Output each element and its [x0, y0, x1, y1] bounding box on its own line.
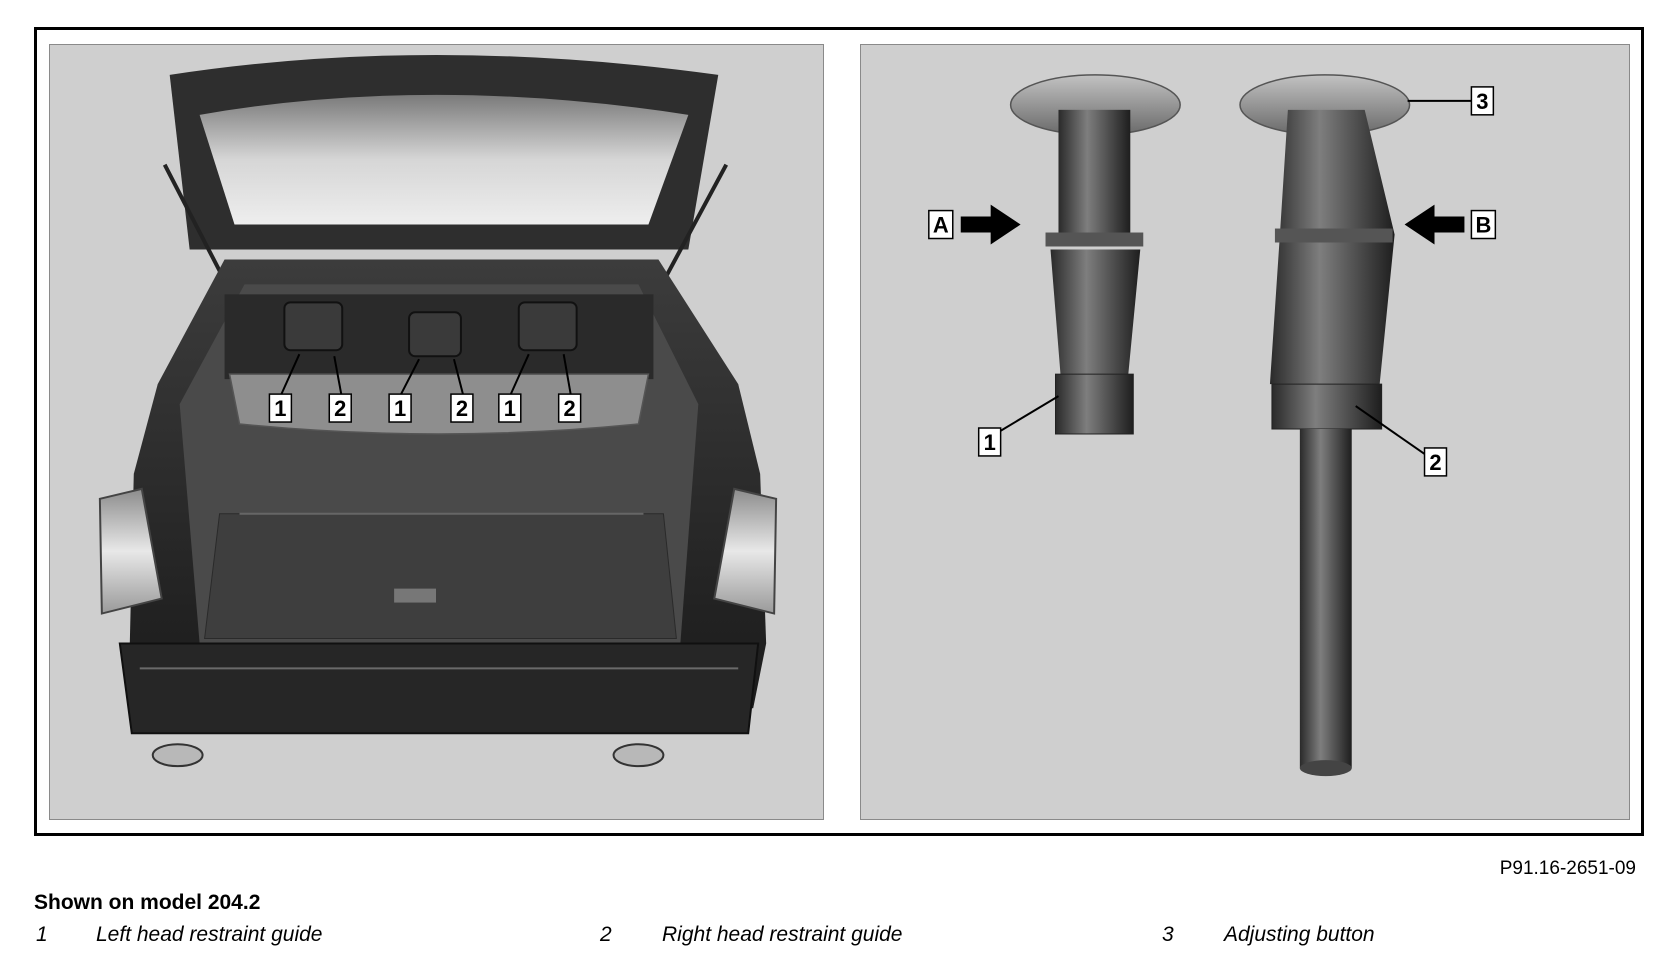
vehicle-rear-illustration: 1 2 1 2 1 2 — [49, 44, 824, 820]
legend: 1 Left head restraint guide 2 Right head… — [34, 923, 1644, 953]
legend-text: Right head restraint guide — [662, 923, 903, 946]
svg-text:2: 2 — [334, 396, 346, 421]
right-callout-2: 2 — [1423, 447, 1448, 477]
legend-text: Left head restraint guide — [96, 923, 323, 946]
right-guide-part — [1239, 74, 1411, 777]
legend-number: 2 — [600, 923, 612, 946]
arrow-a: A — [928, 204, 1021, 245]
legend-text: Adjusting button — [1224, 923, 1375, 946]
left-callout-1a: 1 — [268, 393, 293, 423]
head-restraint-guides-illustration: A B 3 1 2 — [860, 44, 1630, 820]
load-cover — [228, 373, 650, 435]
svg-text:1: 1 — [504, 396, 516, 421]
svg-text:1: 1 — [394, 396, 406, 421]
right-callout-3: 3 — [1470, 86, 1495, 116]
svg-text:A: A — [933, 213, 949, 238]
right-callout-1: 1 — [977, 427, 1002, 457]
svg-text:1: 1 — [274, 396, 286, 421]
left-callout-1b: 1 — [388, 393, 412, 423]
left-tail-lamp — [98, 487, 163, 615]
vehicle-rear-svg: 1 2 1 2 1 2 — [98, 54, 778, 768]
rear-bumper — [118, 642, 760, 735]
arrow-b: B — [1404, 204, 1497, 245]
caption-title: Shown on model 204.2 — [34, 891, 261, 914]
svg-text:2: 2 — [564, 396, 576, 421]
legend-number: 1 — [36, 923, 48, 946]
left-callout-2a: 2 — [328, 393, 352, 423]
legend-number: 3 — [1162, 923, 1174, 946]
svg-text:2: 2 — [456, 396, 468, 421]
left-callout-2b: 2 — [450, 393, 474, 423]
svg-text:3: 3 — [1476, 89, 1488, 114]
svg-text:1: 1 — [984, 430, 996, 455]
figure-code: P91.16-2651-09 — [1499, 858, 1636, 879]
svg-text:B: B — [1475, 213, 1491, 238]
right-tail-lamp — [713, 487, 778, 615]
svg-text:2: 2 — [1429, 450, 1441, 475]
tailgate-glass — [199, 94, 689, 225]
figure-frame: 1 2 1 2 1 2 — [34, 27, 1644, 836]
left-callout-1c: 1 — [498, 393, 522, 423]
left-guide-part — [1009, 74, 1181, 435]
left-callout-2c: 2 — [557, 393, 582, 423]
guides-svg: A B 3 1 2 — [928, 74, 1497, 777]
